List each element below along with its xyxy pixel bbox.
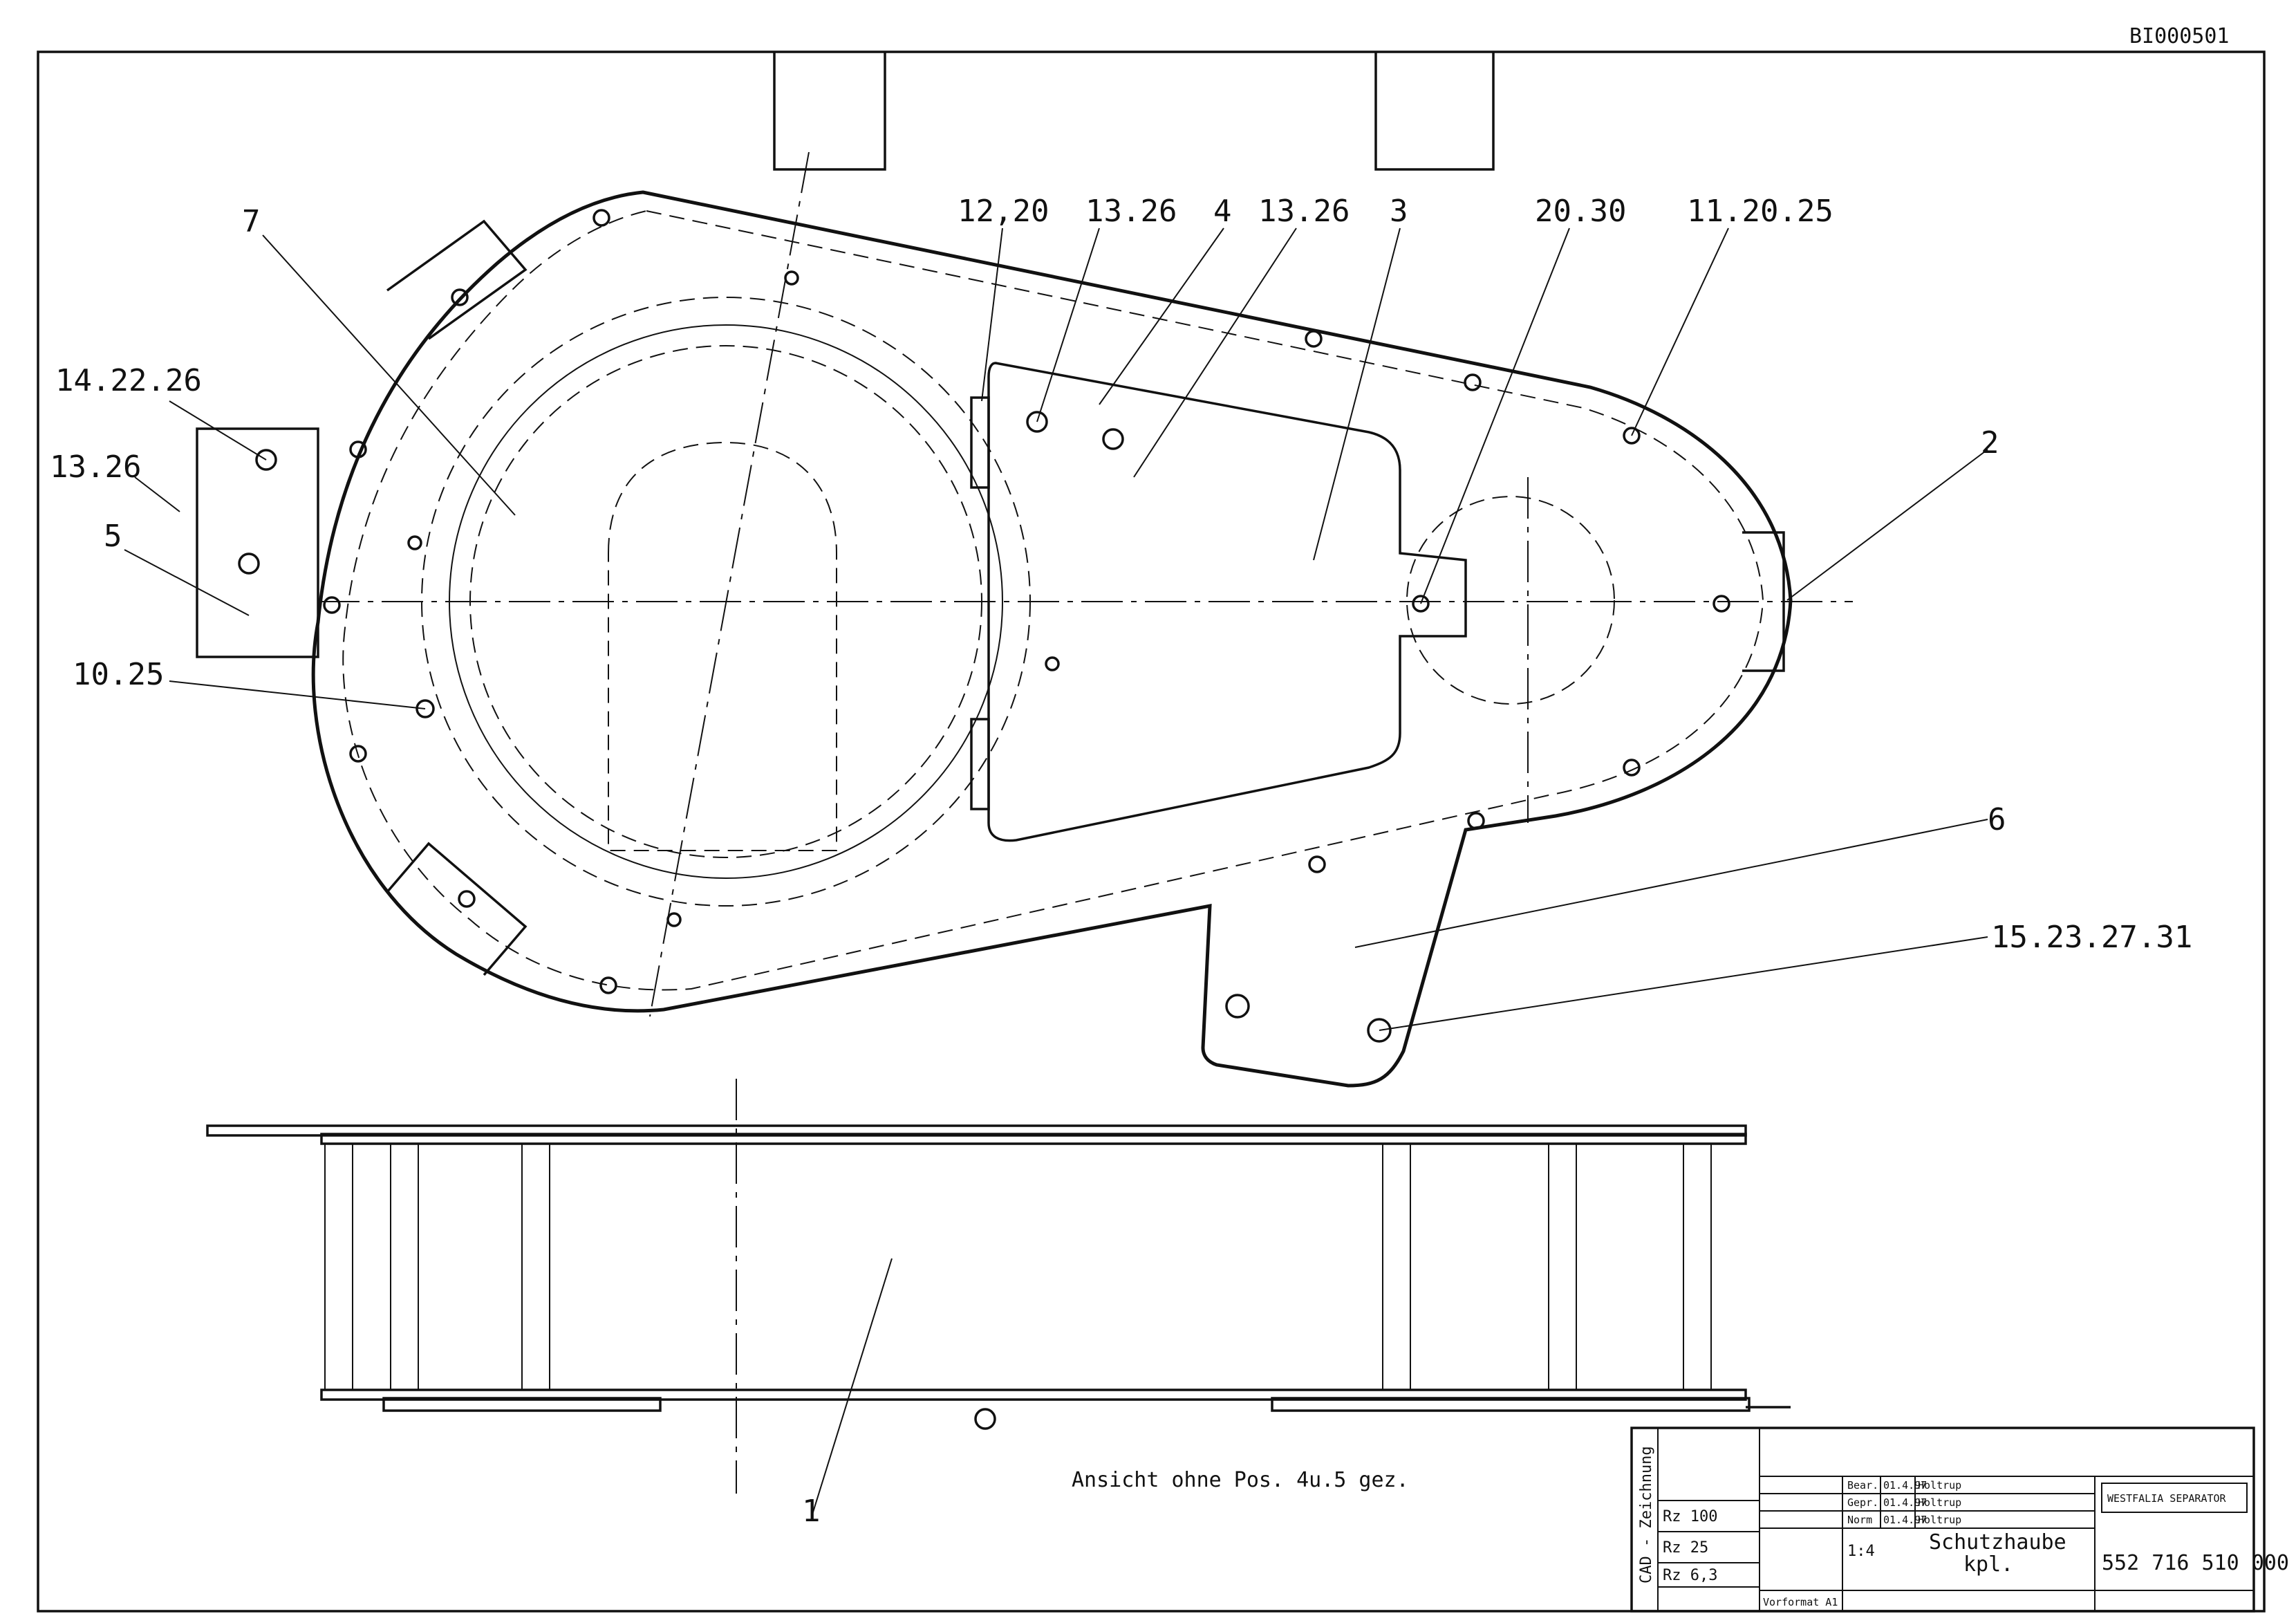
callout-13-26-b: 13.26 xyxy=(1258,194,1350,229)
callout-1: 1 xyxy=(802,1494,821,1529)
tb-row1-c3: Holtrup xyxy=(1918,1479,1961,1492)
surface-2: Rz 25 xyxy=(1663,1539,1708,1557)
side-view: 1 xyxy=(206,1079,1791,1529)
title-block: CAD - Zeichnung Rz 100 Rz 25 Rz 6,3 Bear… xyxy=(1630,1427,2289,1613)
callout-11-20-25: 11.20.25 xyxy=(1687,194,1833,229)
format-label: Vorformat A1 xyxy=(1763,1596,1838,1608)
callout-13-26-a: 13.26 xyxy=(1085,194,1177,229)
tb-row3-c3: Holtrup xyxy=(1918,1514,1961,1526)
tb-row1-c2: 01.4.97 xyxy=(1883,1479,1927,1492)
tb-row2-c3: Holtrup xyxy=(1918,1496,1961,1509)
handle-bottom xyxy=(386,842,528,976)
callout-10-25: 10.25 xyxy=(73,657,164,692)
handle-top xyxy=(386,219,528,340)
hinge-bottom xyxy=(970,718,990,810)
small-pulley xyxy=(1406,496,1615,705)
slotted-opening xyxy=(608,441,837,851)
leader-1 xyxy=(812,1258,893,1515)
centerline-diagonal xyxy=(649,151,810,1017)
callout-15-23-27-31: 15.23.27.31 xyxy=(1991,920,2192,955)
access-cover xyxy=(987,362,1467,842)
bolt-holes xyxy=(238,209,1730,1043)
surface-1: Rz 100 xyxy=(1663,1508,1717,1525)
leader-lines xyxy=(124,227,1988,1031)
surface-3: Rz 6,3 xyxy=(1663,1567,1717,1584)
tb-row2-c1: Gepr. xyxy=(1847,1496,1878,1509)
view-note: Ansicht ohne Pos. 4u.5 gez. xyxy=(1072,1468,1409,1492)
callout-3: 3 xyxy=(1390,194,1408,229)
tb-row1-c1: Bear. xyxy=(1847,1479,1878,1492)
tb-row2-c2: 01.4.97 xyxy=(1883,1496,1927,1509)
frame-notch-left xyxy=(773,52,886,171)
scale-value: 1:4 xyxy=(1847,1543,1875,1560)
callout-20-30: 20.30 xyxy=(1535,194,1626,229)
frame-notch-right xyxy=(1374,52,1495,171)
housing-inner-flange xyxy=(342,210,1764,991)
title-line-2: kpl. xyxy=(1963,1552,2013,1577)
housing-outline xyxy=(311,190,1793,1088)
callout-6: 6 xyxy=(1988,802,2006,837)
cad-label: CAD - Zeichnung xyxy=(1638,1446,1655,1584)
callout-7: 7 xyxy=(242,204,261,239)
tb-row3-c1: Norm xyxy=(1847,1514,1872,1526)
drawing-number: 552 716 510 000 xyxy=(2102,1551,2289,1575)
callout-4: 4 xyxy=(1213,194,1232,229)
company-logo: WESTFALIA SEPARATOR xyxy=(2107,1492,2227,1505)
sheet-frame xyxy=(37,50,2266,1613)
company-logo-box xyxy=(2101,1483,2248,1513)
callout-5: 5 xyxy=(104,519,122,554)
callout-14-22-26: 14.22.26 xyxy=(55,363,202,398)
title-line-1: Schutzhaube xyxy=(1929,1530,2066,1554)
hinge-top xyxy=(970,396,990,489)
callout-2: 2 xyxy=(1981,425,1999,461)
callout-13-26-left: 13.26 xyxy=(50,449,141,485)
tb-row3-c2: 01.4.97 xyxy=(1883,1514,1927,1526)
drawing-id: BI000501 xyxy=(2129,24,2230,48)
motor-bracket xyxy=(196,427,319,658)
callout-12-20: 12,20 xyxy=(958,194,1049,229)
plan-view: 7 14.22.26 13.26 5 10.25 12,20 13.26 4 1… xyxy=(50,151,2192,1088)
